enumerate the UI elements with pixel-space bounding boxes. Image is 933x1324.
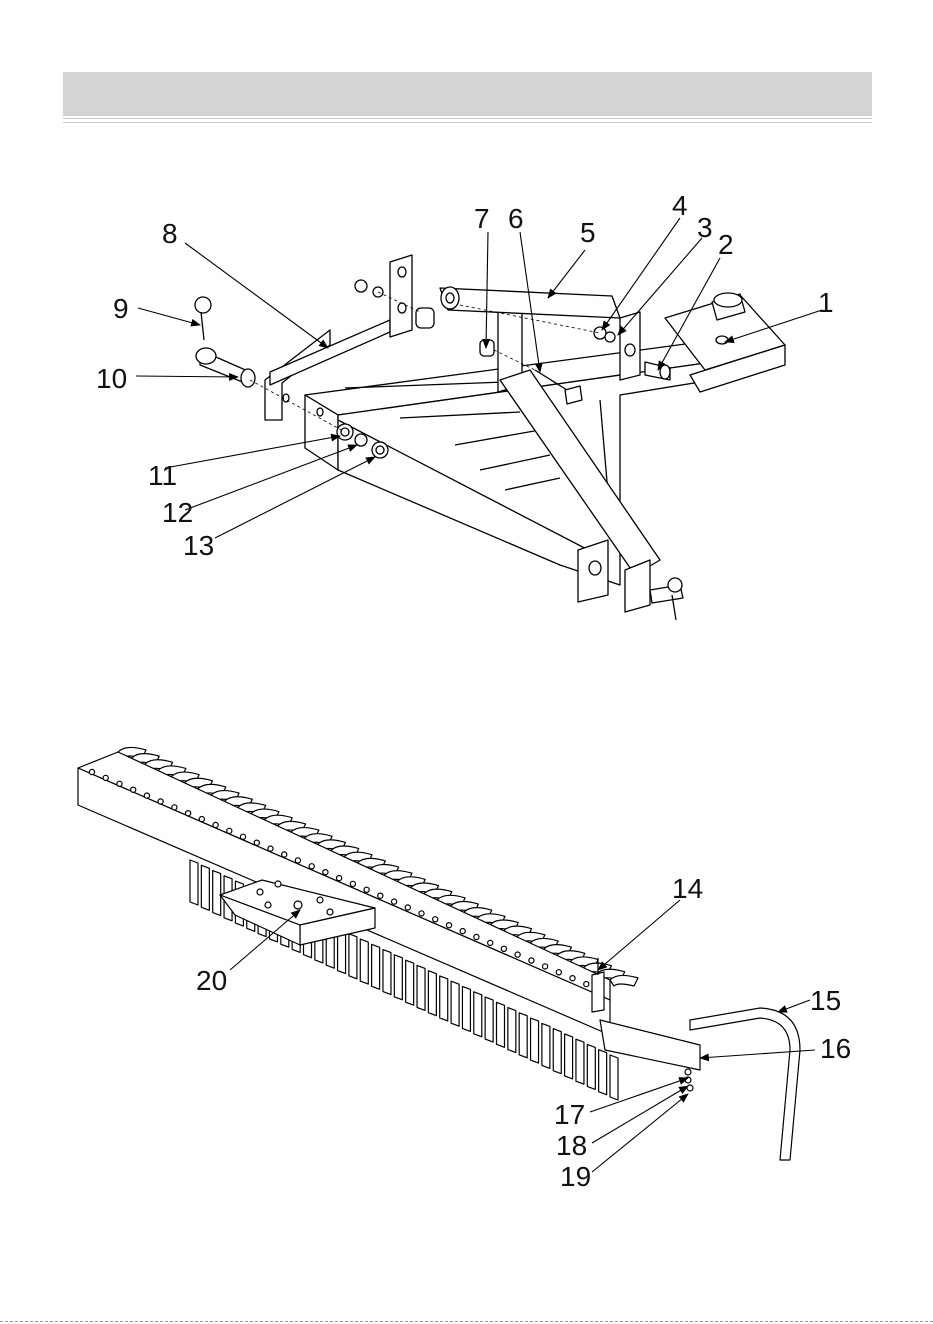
- rake-tine-lower: [201, 865, 209, 910]
- tube-hole: [419, 911, 424, 916]
- tube-hole: [337, 876, 342, 881]
- tube-hole: [501, 946, 506, 951]
- callout-6: 6: [508, 203, 524, 234]
- rake-tine-lower: [565, 1034, 573, 1079]
- callout-5: 5: [580, 217, 596, 248]
- tube-hole: [103, 775, 108, 780]
- rake-tine-lower: [610, 1055, 618, 1100]
- tube-hole: [350, 881, 355, 886]
- rake-tine-lower: [428, 971, 436, 1016]
- tube-hole: [117, 781, 122, 786]
- tube-hole: [446, 923, 451, 928]
- callout-12: 12: [162, 497, 193, 528]
- tube-hole: [295, 858, 300, 863]
- lower-bracket-right: [625, 560, 650, 612]
- callout-7: 7: [474, 203, 490, 234]
- tube-hole: [474, 934, 479, 939]
- rake-tine-lower: [462, 986, 470, 1031]
- rake-tine-lower: [553, 1029, 561, 1074]
- callout-14: 14: [672, 873, 703, 904]
- tube-hole: [405, 905, 410, 910]
- rake-tine-lower: [349, 934, 357, 979]
- rake-tine-lower: [451, 981, 459, 1026]
- rake-tine-lower: [576, 1039, 584, 1084]
- tube-hole: [515, 952, 520, 957]
- rake-tine-lower: [508, 1008, 516, 1053]
- callout-8: 8: [162, 218, 178, 249]
- rake-tine-lower: [519, 1013, 527, 1058]
- rake-tine-lower: [474, 992, 482, 1037]
- tube-hole: [460, 929, 465, 934]
- rake-tine-lower: [417, 965, 425, 1010]
- rake-drawing: [78, 747, 800, 1160]
- tube-hole: [364, 887, 369, 892]
- callout-3: 3: [697, 212, 713, 243]
- tube-hole: [392, 899, 397, 904]
- tube-hole: [254, 840, 259, 845]
- tube-hole: [309, 864, 314, 869]
- rake-tine-lower: [372, 944, 380, 989]
- tube-hole: [556, 970, 561, 975]
- rake-tine-lower: [190, 860, 198, 905]
- tube-hole: [131, 787, 136, 792]
- tube-hole: [199, 817, 204, 822]
- rake-tine-lower: [383, 950, 391, 995]
- rake-tine-lower: [213, 871, 221, 916]
- callout-13: 13: [183, 530, 214, 561]
- rake-tine-lower: [542, 1023, 550, 1068]
- rake-tine-lower: [587, 1044, 595, 1089]
- callout-4: 4: [672, 190, 688, 221]
- rake-tine-lower: [531, 1018, 539, 1063]
- tube-hole: [570, 976, 575, 981]
- rake-tine-lower: [440, 976, 448, 1021]
- rake-tine-lower: [599, 1050, 607, 1095]
- tube-hole: [268, 846, 273, 851]
- tube-hole: [529, 958, 534, 963]
- callout-10: 10: [96, 363, 127, 394]
- tube-hole: [543, 964, 548, 969]
- tube-hole: [433, 917, 438, 922]
- footer-rule: [0, 1321, 933, 1322]
- tube-hole: [213, 822, 218, 827]
- tube-hole: [89, 769, 94, 774]
- callout-17: 17: [554, 1099, 585, 1130]
- callout-9: 9: [113, 293, 129, 324]
- rake-tine-lower: [406, 960, 414, 1005]
- rake-tine-lower: [496, 1002, 504, 1047]
- tube-hole: [240, 834, 245, 839]
- tube-hole: [144, 793, 149, 798]
- callout-20: 20: [196, 965, 227, 996]
- callout-11: 11: [148, 460, 177, 491]
- callout-18: 18: [556, 1130, 587, 1161]
- tube-hole: [158, 799, 163, 804]
- rake-tine-lower: [394, 955, 402, 1000]
- tube-hole: [186, 811, 191, 816]
- hitch-frame-drawing: [195, 255, 785, 620]
- rake-tine: [610, 975, 638, 986]
- callout-15: 15: [810, 985, 841, 1016]
- tube-hole: [378, 893, 383, 898]
- callout-19: 19: [560, 1161, 591, 1192]
- tube-hole: [172, 805, 177, 810]
- rake-tine-lower: [360, 939, 368, 984]
- callout-1: 1: [818, 287, 834, 318]
- tube-hole: [227, 828, 232, 833]
- callout-2: 2: [718, 229, 734, 260]
- end-spring-tine: [690, 1008, 800, 1160]
- tube-hole: [323, 870, 328, 875]
- tube-hole: [488, 940, 493, 945]
- tube-hole: [584, 982, 589, 987]
- callout-16: 16: [820, 1033, 851, 1064]
- tube-hole: [282, 852, 287, 857]
- rake-tine-lower: [485, 997, 493, 1042]
